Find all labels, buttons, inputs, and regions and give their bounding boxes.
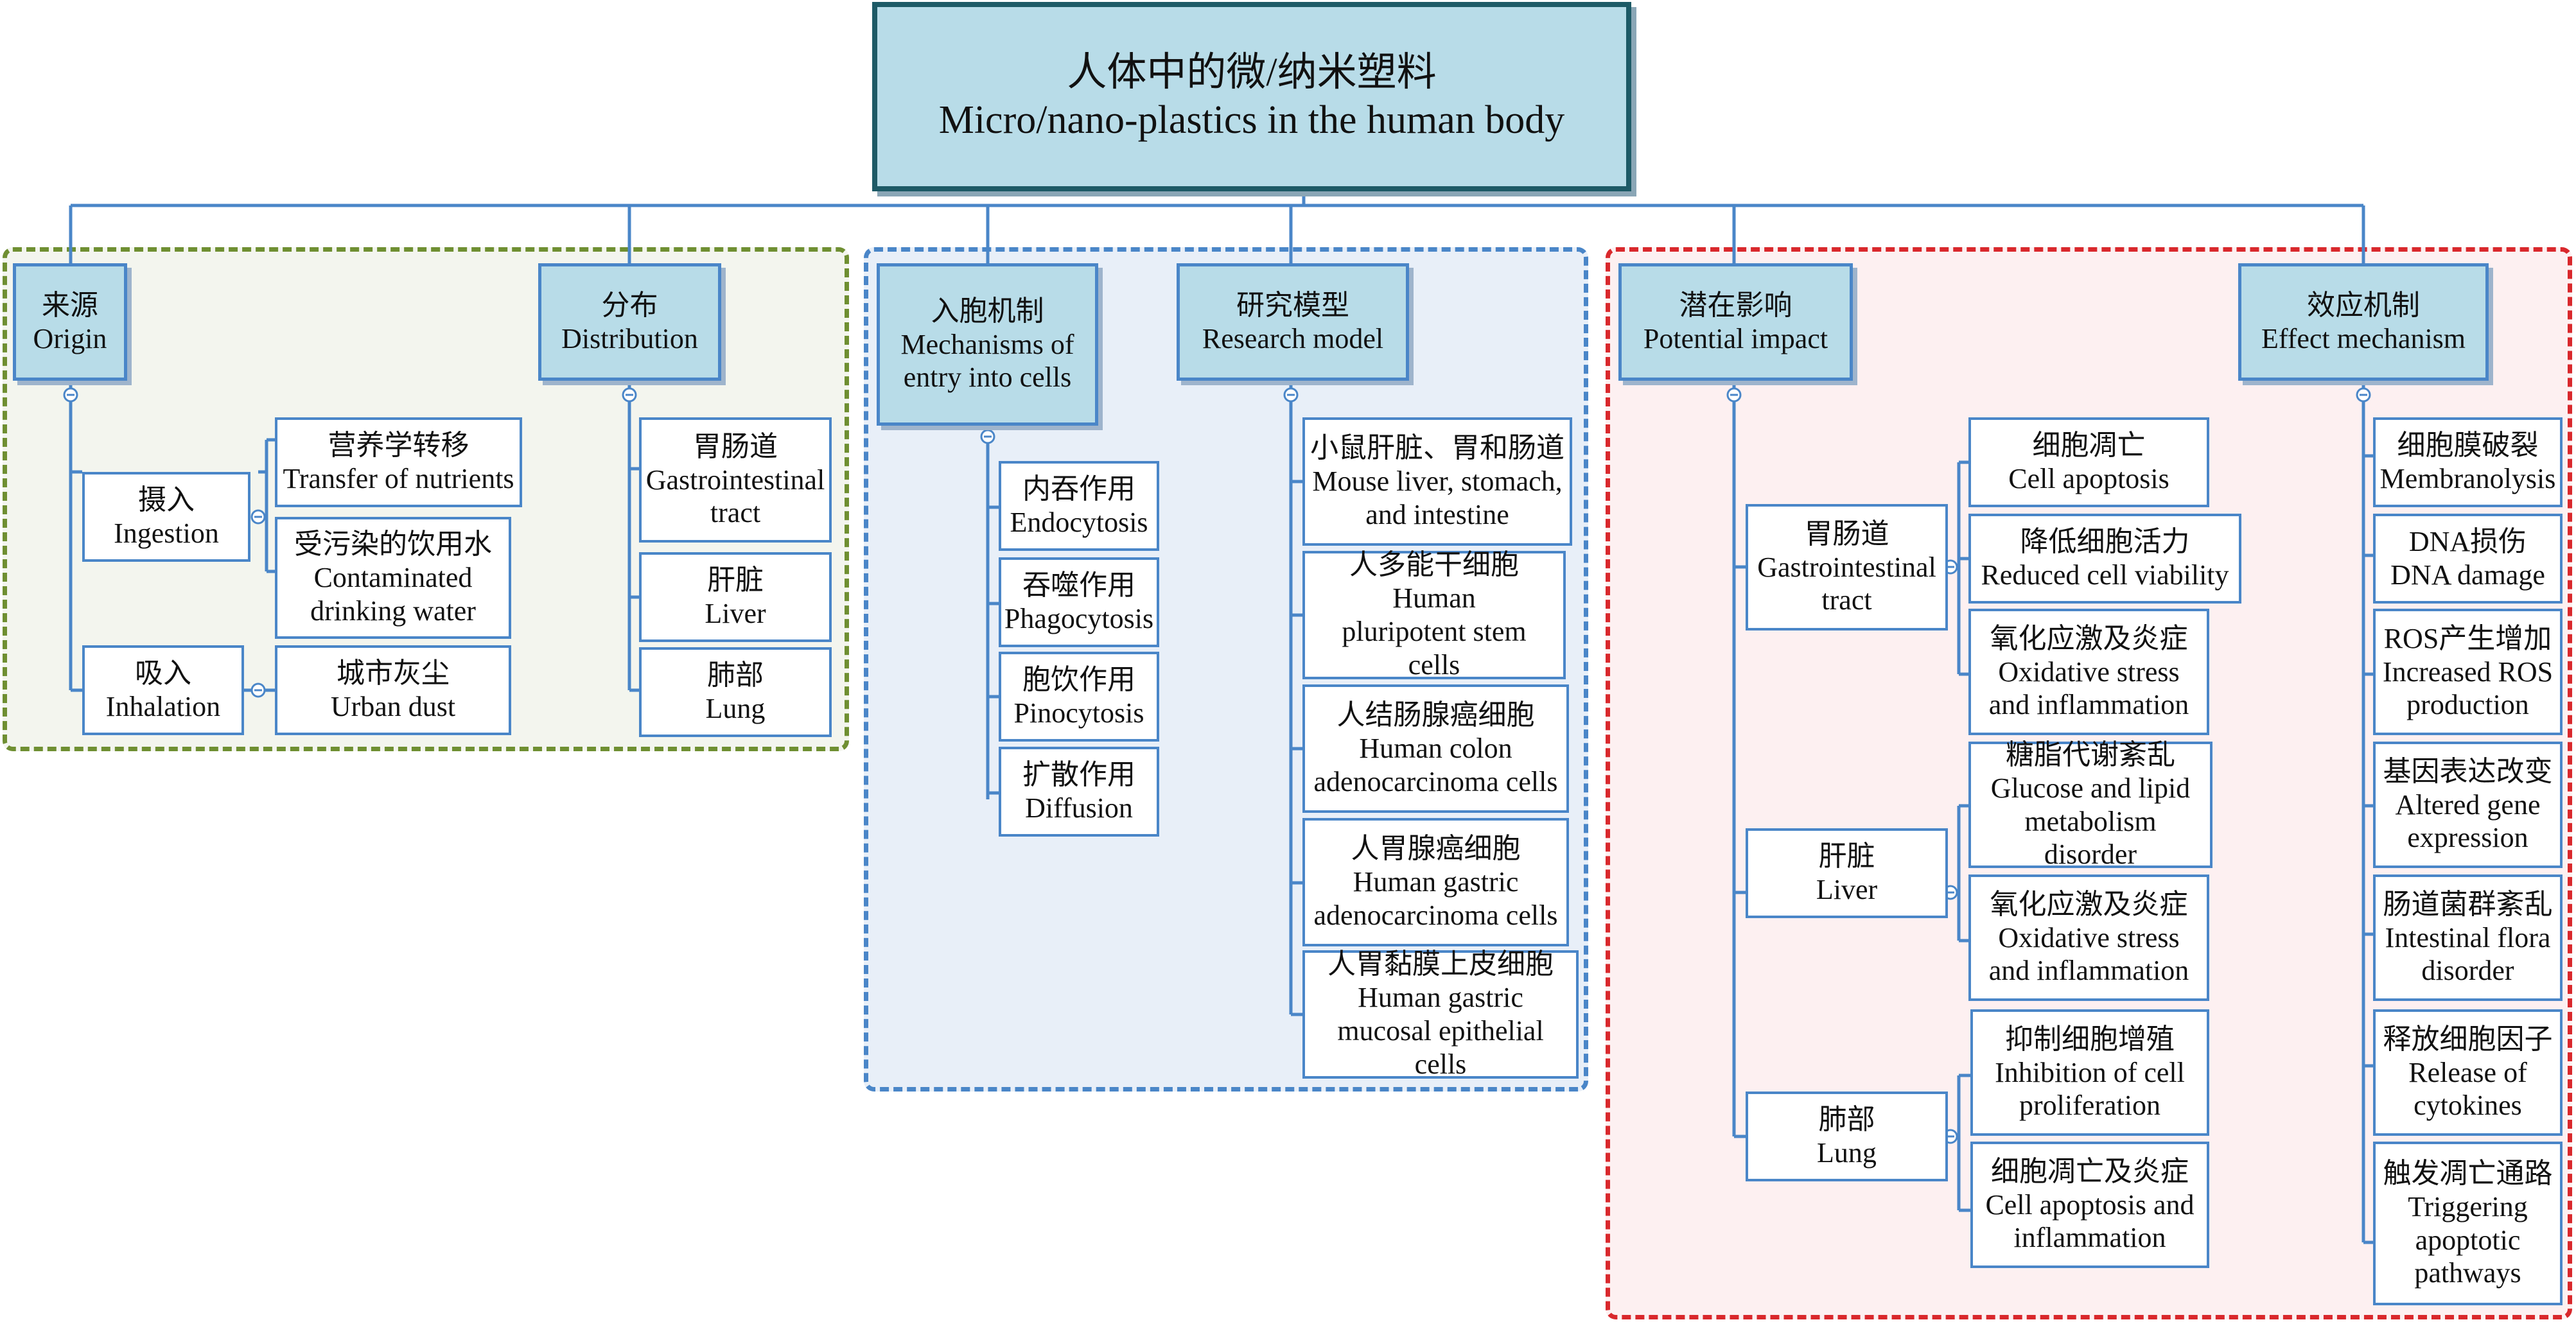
distribution-gi-node: 胃肠道 Gastrointestinal tract bbox=[639, 417, 832, 543]
gastric-mucosal-model-node: 人胃黏膜上皮细胞 Human gastric mucosal epithelia… bbox=[1302, 948, 1579, 1080]
liver-metabolism-node: 糖脂代谢紊乱 Glucose and lipid metabolism diso… bbox=[1968, 739, 2212, 870]
distribution-node: 分布 Distribution bbox=[538, 263, 721, 381]
gi-cell-apoptosis-node: 细胞凋亡 Cell apoptosis bbox=[1968, 417, 2209, 507]
research-model-node: 研究模型 Research model bbox=[1177, 263, 1409, 381]
cytokines-node: 释放细胞因子 Release of cytokines bbox=[2373, 1009, 2563, 1136]
endocytosis-node: 内吞作用 Endocytosis bbox=[999, 461, 1159, 551]
pinocytosis-node: 胞饮作用 Pinocytosis bbox=[999, 652, 1159, 742]
membranolysis-node: 细胞膜破裂 Membranolysis bbox=[2373, 417, 2563, 507]
ingestion-node: 摄入 Ingestion bbox=[82, 472, 250, 562]
phagocytosis-node: 吞噬作用 Phagocytosis bbox=[999, 557, 1159, 647]
inhalation-node: 吸入 Inhalation bbox=[82, 645, 244, 735]
entry-mechanism-node: 入胞机制 Mechanisms of entry into cells bbox=[877, 263, 1098, 426]
transfer-of-nutrients-node: 营养学转移 Transfer of nutrients bbox=[275, 417, 522, 507]
root-node: 人体中的微/纳米塑料 Micro/nano-plastics in the hu… bbox=[872, 2, 1631, 191]
colon-cells-model-node: 人结肠腺癌细胞 Human colon adenocarcinoma cells bbox=[1302, 684, 1569, 813]
distribution-lung-node: 肺部 Lung bbox=[639, 647, 832, 737]
dna-damage-node: DNA损伤 DNA damage bbox=[2373, 514, 2563, 604]
mouse-model-node: 小鼠肝脏、胃和肠道 Mouse liver, stomach, and inte… bbox=[1302, 417, 1572, 546]
liver-oxidative-stress-node: 氧化应激及炎症 Oxidative stress and inflammatio… bbox=[1968, 874, 2209, 1001]
gastric-cells-model-node: 人胃腺癌细胞 Human gastric adenocarcinoma cell… bbox=[1302, 818, 1569, 946]
stem-cells-model-node: 人多能干细胞 Human pluripotent stem cells bbox=[1302, 549, 1566, 681]
effect-mechanism-node: 效应机制 Effect mechanism bbox=[2238, 263, 2489, 381]
contaminated-water-node: 受污染的饮用水 Contaminated drinking water bbox=[275, 517, 511, 639]
urban-dust-node: 城市灰尘 Urban dust bbox=[275, 645, 511, 735]
impact-lung-node: 肺部 Lung bbox=[1746, 1092, 1948, 1181]
gene-expression-node: 基因表达改变 Altered gene expression bbox=[2373, 742, 2563, 868]
lung-apoptosis-node: 细胞凋亡及炎症 Cell apoptosis and inflammation bbox=[1970, 1142, 2209, 1268]
gi-oxidative-stress-node: 氧化应激及炎症 Oxidative stress and inflammatio… bbox=[1968, 609, 2209, 735]
intestinal-flora-node: 肠道菌群紊乱 Intestinal flora disorder bbox=[2373, 874, 2563, 1001]
lung-proliferation-node: 抑制细胞增殖 Inhibition of cell proliferation bbox=[1970, 1009, 2209, 1136]
gi-reduced-viability-node: 降低细胞活力 Reduced cell viability bbox=[1968, 514, 2241, 604]
impact-gi-node: 胃肠道 Gastrointestinal tract bbox=[1746, 504, 1948, 631]
potential-impact-node: 潜在影响 Potential impact bbox=[1618, 263, 1853, 381]
ros-production-node: ROS产生增加 Increased ROS production bbox=[2373, 609, 2563, 735]
root-title-zh: 人体中的微/纳米塑料 bbox=[1067, 51, 1437, 95]
origin-node: 来源 Origin bbox=[13, 263, 127, 381]
distribution-liver-node: 肝脏 Liver bbox=[639, 552, 832, 642]
impact-liver-node: 肝脏 Liver bbox=[1746, 828, 1948, 918]
diffusion-node: 扩散作用 Diffusion bbox=[999, 747, 1159, 837]
apoptotic-pathways-node: 触发凋亡通路 Triggering apoptotic pathways bbox=[2373, 1142, 2563, 1305]
root-title-en: Micro/nano-plastics in the human body bbox=[938, 98, 1565, 142]
